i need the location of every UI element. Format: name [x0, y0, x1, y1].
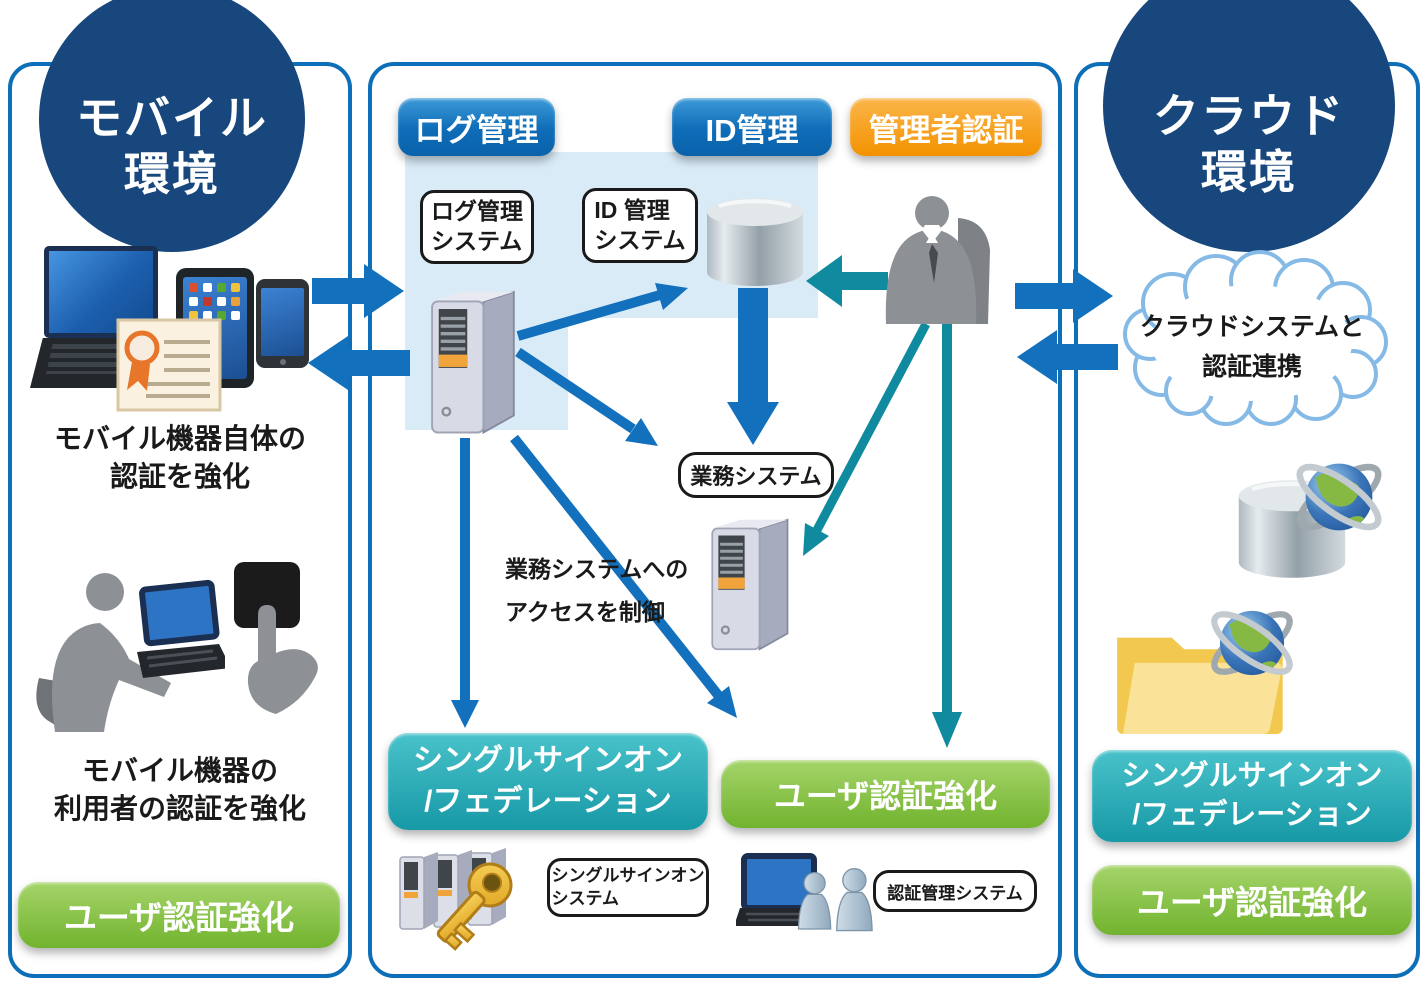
cloud-environment-circle: クラウド 環境: [1103, 0, 1395, 252]
cloud-auth-note: クラウドシステムと 認証連携: [1139, 313, 1365, 381]
admin-person-icon: [872, 192, 1002, 324]
smartphone-icon: [256, 279, 309, 368]
globe-icon: [1203, 594, 1301, 692]
user-pawn-icon: [797, 872, 832, 930]
sso-servers-key-icon: [398, 845, 548, 960]
laptop-users-icon: [736, 850, 876, 960]
cloud-user-auth-badge: ユーザ認証強化: [1092, 865, 1412, 935]
cloud-sso-badge: シングルサインオン /フェデレーション: [1092, 750, 1412, 842]
key-icon: [436, 862, 513, 951]
certificate-icon: [116, 318, 222, 412]
mobile-user-auth-caption: モバイル機器の 利用者の認証を強化: [53, 755, 306, 824]
cloud-icon: [1110, 250, 1392, 432]
id-database-icon: [703, 196, 807, 288]
mobile-environment-title: モバイル 環境: [76, 92, 268, 201]
cloud-environment-title: クラウド 環境: [1153, 90, 1345, 199]
user-pawn-icon: [836, 868, 873, 932]
id-management-button: ID管理: [672, 98, 832, 156]
log-management-button: ログ管理: [398, 98, 555, 156]
mobile-user-auth-badge: ユーザ認証強化: [18, 882, 340, 948]
center-user-auth-badge: ユーザ認証強化: [721, 760, 1050, 828]
mobile-device-auth-caption: モバイル機器自体の 認証を強化: [53, 423, 306, 492]
access-control-note: 業務システムへの アクセスを制御: [505, 556, 689, 625]
globe-icon: [1288, 446, 1390, 548]
admin-auth-button: 管理者認証: [850, 98, 1042, 156]
fingerprint-touch-icon: [230, 562, 330, 724]
business-system-label: 業務システム: [678, 452, 834, 498]
id-system-label: ID 管理 システム: [582, 188, 698, 263]
auth-mgmt-system-label: 認証管理システム: [873, 870, 1037, 912]
mobile-environment-circle: モバイル 環境: [39, 0, 305, 252]
business-server-icon: [704, 518, 794, 658]
sso-system-label: シングルサインオン システム: [547, 858, 709, 917]
log-system-label: ログ管理 システム: [420, 190, 534, 264]
center-sso-badge: シングルサインオン /フェデレーション: [388, 733, 708, 830]
log-server-icon: [424, 290, 520, 442]
user-typing-icon: [25, 560, 225, 735]
